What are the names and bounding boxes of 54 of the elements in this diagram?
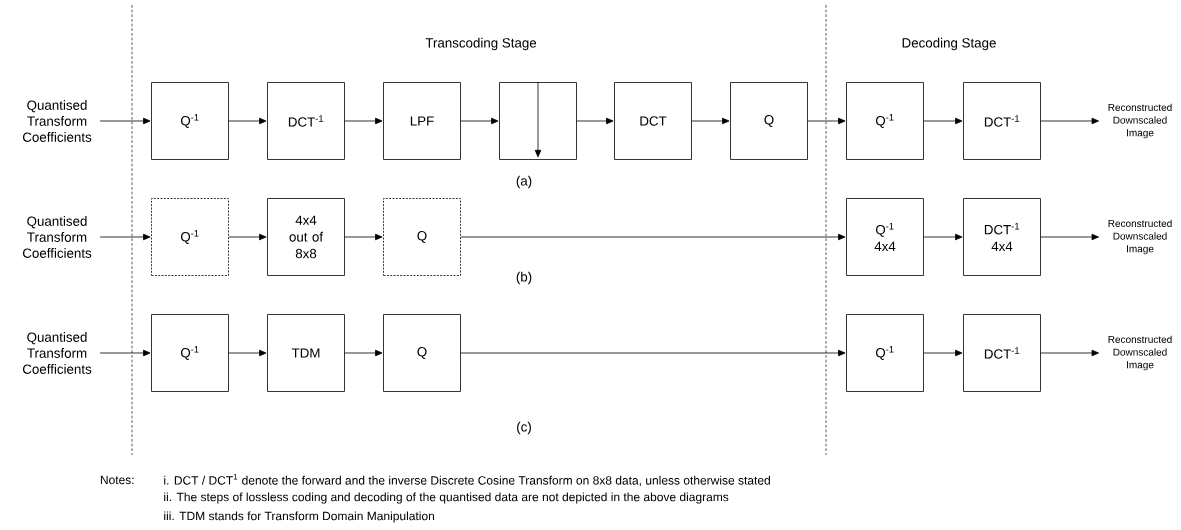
output-label: Reconstructed Downscaled Image bbox=[1108, 335, 1172, 371]
arrow bbox=[923, 117, 963, 125]
input-label: Quantised Transform Coefficients bbox=[22, 332, 92, 374]
arrow bbox=[923, 233, 963, 241]
note-text: i. DCT / DCT$^{1}$ denote the forward and the inverse Discrete Cosine Transform on 8x8 data, unless otherwise stated bbox=[164, 473, 770, 487]
input-label: Quantised Transform Coefficients bbox=[22, 216, 92, 258]
process-box: DCT$^{-1}$ bbox=[267, 82, 345, 160]
input-label: Quantised Transform Coefficients bbox=[22, 100, 92, 142]
output-label: Reconstructed Downscaled Image bbox=[1108, 103, 1172, 139]
arrow bbox=[228, 349, 267, 357]
process-box: TDM bbox=[267, 314, 345, 392]
note-text: ii. The steps of lossless coding and decoding of the quantised data are not depicted in the above diagrams bbox=[164, 492, 729, 504]
process-box: DCT$^{-1}$ bbox=[963, 314, 1041, 392]
arrow bbox=[228, 117, 267, 125]
arrow bbox=[99, 349, 151, 357]
arrow bbox=[460, 233, 846, 241]
note-text: iii. TDM stands for Transform Domain Manipulation bbox=[164, 511, 434, 523]
process-box: Q$^{-1}$ bbox=[151, 314, 229, 392]
process-box: Q bbox=[730, 82, 808, 160]
arrow bbox=[576, 117, 614, 125]
arrow bbox=[344, 117, 383, 125]
panel-label: (b) bbox=[516, 271, 532, 285]
process-box: Q$^{-1}$ bbox=[151, 198, 229, 276]
arrow bbox=[807, 117, 846, 125]
output-label: Reconstructed Downscaled Image bbox=[1108, 219, 1172, 255]
stage-title: Transcoding Stage bbox=[425, 37, 537, 51]
arrow bbox=[460, 349, 846, 357]
process-box: Q bbox=[383, 314, 461, 392]
process-box: DCT$^{-1}$ 4x4 bbox=[963, 198, 1041, 276]
arrow bbox=[344, 349, 383, 357]
arrow bbox=[99, 117, 151, 125]
arrow bbox=[228, 233, 267, 241]
arrow bbox=[344, 233, 383, 241]
panel-label: (c) bbox=[517, 421, 531, 435]
notes-heading: Notes: bbox=[100, 475, 134, 485]
process-box: DCT bbox=[614, 82, 692, 160]
process-box: Q$^{-1}$ bbox=[151, 82, 229, 160]
arrow bbox=[460, 117, 499, 125]
arrow bbox=[1040, 117, 1099, 125]
process-box: Q$^{-1}$ bbox=[846, 314, 924, 392]
process-box: LPF bbox=[383, 82, 461, 160]
process-box: 4x4 out of 8x8 bbox=[267, 198, 345, 276]
arrow bbox=[1040, 349, 1099, 357]
process-box: Q$^{-1}$ bbox=[846, 82, 924, 160]
process-box: Q bbox=[383, 198, 461, 276]
arrow bbox=[923, 349, 963, 357]
arrow bbox=[1040, 233, 1099, 241]
process-box: DCT$^{-1}$ bbox=[963, 82, 1041, 160]
arrow bbox=[99, 233, 151, 241]
process-box: Q$^{-1}$ 4x4 bbox=[846, 198, 924, 276]
panel-label: (a) bbox=[516, 175, 532, 189]
arrow bbox=[691, 117, 730, 125]
downsampling-box bbox=[499, 81, 577, 160]
stage-title: Decoding Stage bbox=[902, 37, 996, 51]
